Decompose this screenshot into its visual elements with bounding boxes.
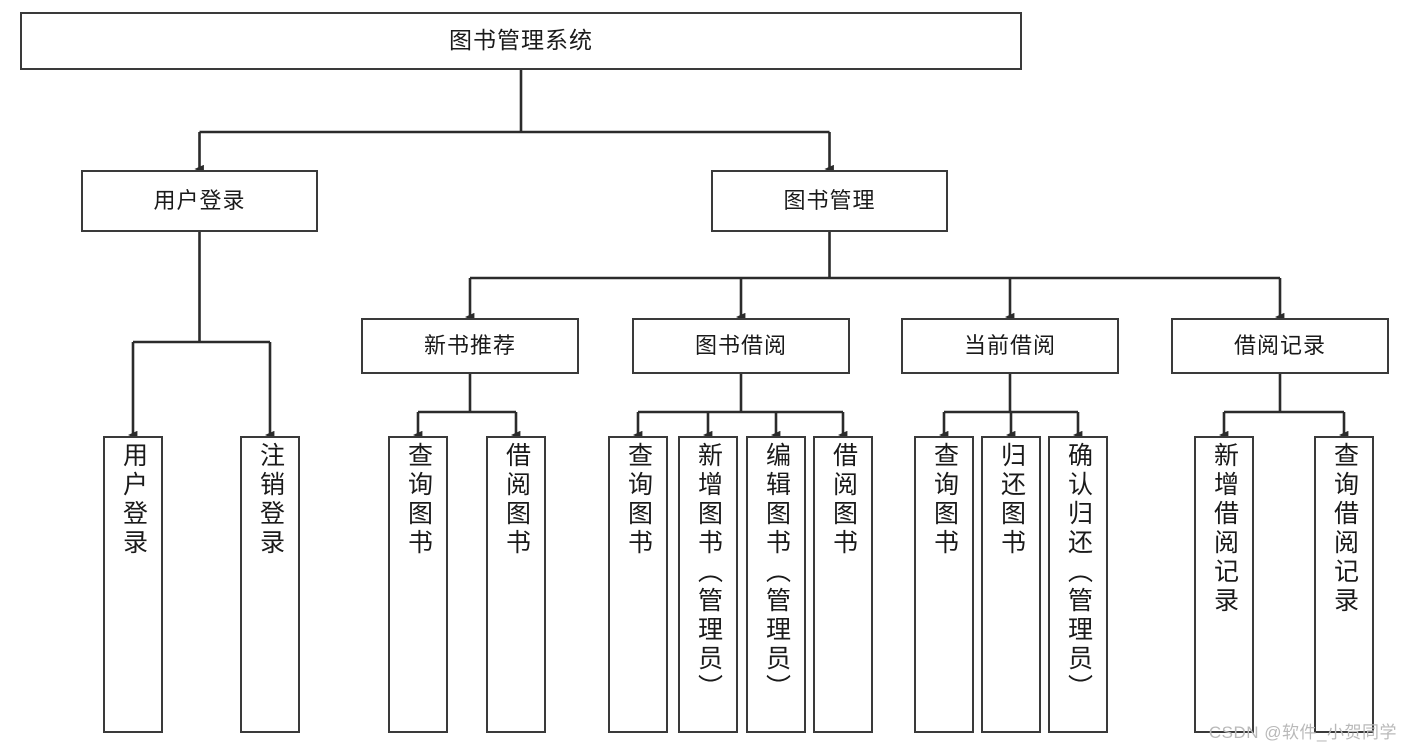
node-label: 查询借阅记录 <box>1330 442 1359 616</box>
node-label: 确认归还（管理员） <box>1064 442 1093 703</box>
node-book-borrow[interactable]: 图书借阅 <box>632 318 850 374</box>
node-label: 借阅记录 <box>1233 333 1326 359</box>
node-current-borrow[interactable]: 当前借阅 <box>901 318 1119 374</box>
node-label: 用户登录 <box>153 188 246 214</box>
node-leaf-confirm-return[interactable]: 确认归还（管理员） <box>1048 436 1108 733</box>
node-label: 新书推荐 <box>423 333 516 359</box>
node-leaf-edit-book[interactable]: 编辑图书（管理员） <box>746 436 806 733</box>
node-label: 借阅图书 <box>502 442 531 558</box>
node-leaf-return-book[interactable]: 归还图书 <box>981 436 1041 733</box>
node-leaf-user-logout[interactable]: 注销登录 <box>240 436 300 733</box>
node-label: 图书管理系统 <box>449 27 593 54</box>
node-label: 编辑图书（管理员） <box>762 442 791 703</box>
node-label: 查询图书 <box>404 442 433 558</box>
node-leaf-user-login[interactable]: 用户登录 <box>103 436 163 733</box>
node-leaf-borrow-book-1[interactable]: 借阅图书 <box>486 436 546 733</box>
node-leaf-borrow-book-2[interactable]: 借阅图书 <box>813 436 873 733</box>
node-label: 图书借阅 <box>694 333 787 359</box>
node-label: 新增图书（管理员） <box>694 442 723 703</box>
node-label: 新增借阅记录 <box>1210 442 1239 616</box>
node-leaf-query-book-1[interactable]: 查询图书 <box>388 436 448 733</box>
node-label: 借阅图书 <box>829 442 858 558</box>
node-book-management[interactable]: 图书管理 <box>711 170 948 232</box>
node-label: 查询图书 <box>930 442 959 558</box>
node-borrow-record[interactable]: 借阅记录 <box>1171 318 1389 374</box>
node-leaf-add-record[interactable]: 新增借阅记录 <box>1194 436 1254 733</box>
node-leaf-add-book[interactable]: 新增图书（管理员） <box>678 436 738 733</box>
node-root[interactable]: 图书管理系统 <box>20 12 1022 70</box>
node-label: 归还图书 <box>997 442 1026 558</box>
node-label: 图书管理 <box>783 188 876 214</box>
node-leaf-query-book-3[interactable]: 查询图书 <box>914 436 974 733</box>
node-user-login[interactable]: 用户登录 <box>81 170 318 232</box>
watermark: CSDN @软件_小贺同学 <box>1208 723 1397 742</box>
node-new-book-recommend[interactable]: 新书推荐 <box>361 318 579 374</box>
node-label: 当前借阅 <box>963 333 1056 359</box>
node-label: 注销登录 <box>256 442 285 558</box>
node-leaf-query-book-2[interactable]: 查询图书 <box>608 436 668 733</box>
node-label: 用户登录 <box>119 442 148 558</box>
node-leaf-query-record[interactable]: 查询借阅记录 <box>1314 436 1374 733</box>
node-label: 查询图书 <box>624 442 653 558</box>
